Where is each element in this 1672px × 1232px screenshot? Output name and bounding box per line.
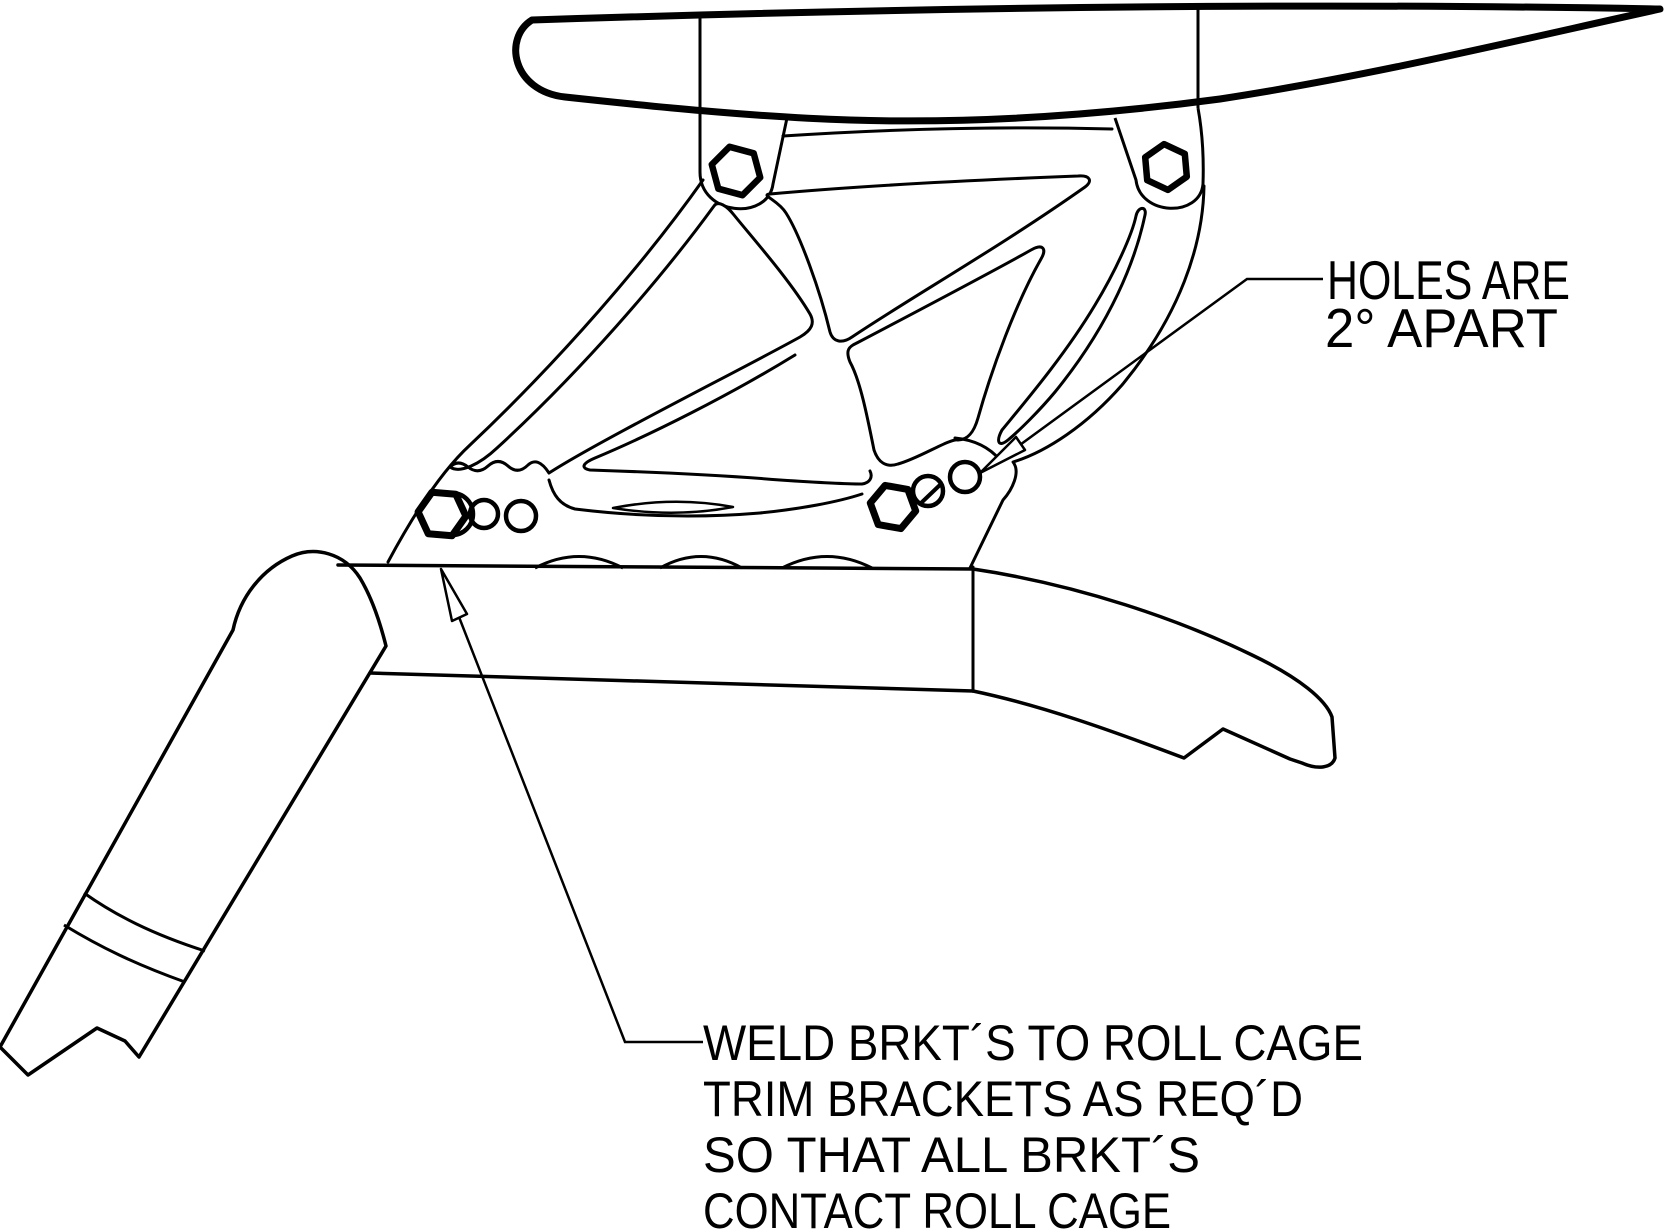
bracket-base-scallops xyxy=(534,555,873,570)
truss-lobe-connector xyxy=(953,436,1002,462)
roll-cage-tube-horizontal xyxy=(336,563,1337,769)
tube-bottom-edge xyxy=(368,671,975,693)
leader-holes-note xyxy=(978,277,1323,475)
tube-joint-line-1 xyxy=(83,891,206,953)
truss-cutout-top xyxy=(765,174,1091,343)
roll-cage-tube-diagonal xyxy=(0,549,388,1077)
weld-note-line2: TRIM BRACKETS AS REQ´D xyxy=(703,1071,1303,1127)
tube-joint-line-2 xyxy=(63,923,186,984)
truss-lower-arm-edge xyxy=(582,353,873,486)
truss-cutout-right-wedge xyxy=(846,245,1046,467)
hex-bolt-base-left xyxy=(414,488,470,540)
truss-base-chord-edge xyxy=(547,478,864,518)
hex-bolt-right-tab xyxy=(1141,140,1191,194)
truss-cutout-right-crescent xyxy=(997,206,1147,445)
truss-cutout-left xyxy=(448,202,814,475)
holes-note-line1: HOLES ARE xyxy=(1327,249,1570,311)
leader-weld-note xyxy=(439,567,703,1044)
wing-airfoil xyxy=(512,2,1664,125)
adjustment-hole xyxy=(467,497,501,531)
arrowhead-open xyxy=(978,435,1027,475)
adjustment-hole xyxy=(947,459,983,495)
arrowhead-open xyxy=(439,567,469,623)
tube-curved-end xyxy=(971,567,1337,769)
weld-note-line4: CONTACT ROLL CAGE xyxy=(703,1183,1171,1232)
truss-slot-lens xyxy=(611,500,735,514)
holes-note-line2: 2° APART xyxy=(1325,297,1558,359)
truss-outer-right-edge xyxy=(968,184,1206,570)
base-left-hole-cluster xyxy=(414,488,539,540)
hex-bolt-base-right xyxy=(866,481,920,533)
hole-chord-mark xyxy=(918,481,944,506)
truss-bracket xyxy=(386,126,1206,570)
weld-note-line3: SO THAT ALL BRKT´S xyxy=(703,1127,1200,1183)
adjustment-hole xyxy=(503,498,539,534)
left-mount-tab xyxy=(698,117,789,211)
adjustment-hole xyxy=(910,473,946,509)
hex-bolt-left-tab xyxy=(708,143,764,199)
weld-note-line1: WELD BRKT´S TO ROLL CAGE xyxy=(703,1015,1363,1071)
holes-note-text: HOLES ARE 2° APART xyxy=(1325,249,1570,359)
tab-hex-bolts xyxy=(708,140,1191,199)
right-mount-tab xyxy=(1113,107,1205,210)
base-right-hole-cluster xyxy=(866,459,983,533)
weld-note-text: WELD BRKT´S TO ROLL CAGE TRIM BRACKETS A… xyxy=(703,1015,1363,1232)
mount-strap-lines xyxy=(698,8,1200,172)
truss-top-edge xyxy=(781,126,1114,138)
tube-top-edge xyxy=(336,563,975,571)
